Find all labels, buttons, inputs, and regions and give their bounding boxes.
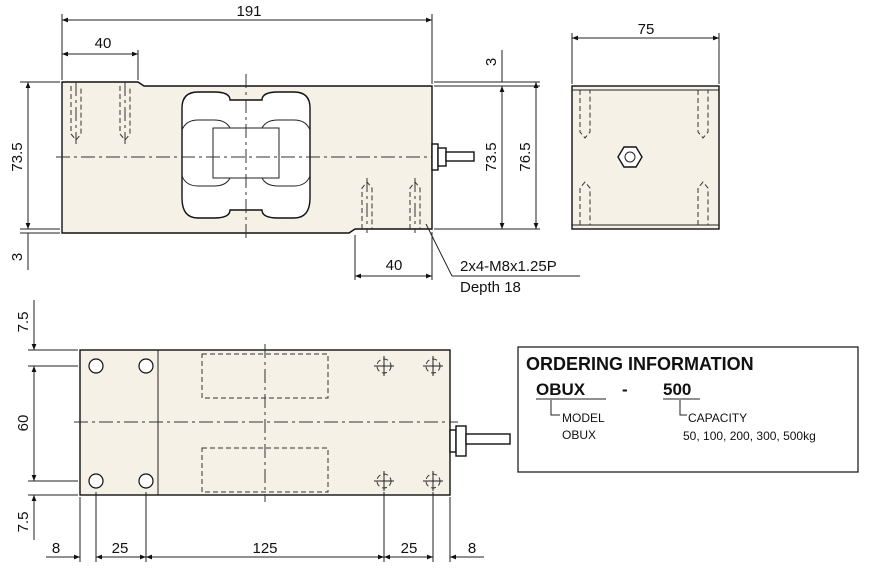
mount-hole-3: [88, 473, 104, 489]
dim-height-right-inner: 73.5: [483, 142, 500, 171]
threaded-hole-bottom-2: [409, 178, 421, 233]
model-label: MODEL: [562, 411, 605, 425]
cable-gland-plan: [449, 425, 511, 457]
dim-plan-top-margin: 7.5: [15, 312, 32, 333]
threaded-hole-bottom-1: [361, 178, 373, 233]
dim-width-side: 75: [638, 21, 655, 38]
mount-hole-1: [88, 358, 104, 374]
side-hole-2: [697, 90, 709, 139]
thread-spec: 2x4-M8x1.25P: [460, 258, 557, 275]
dim-plan-height: 60: [15, 415, 32, 432]
plan-view: 7.5 60 7.5 8 25 125 25 8: [15, 300, 511, 562]
dim-plan-center: 125: [252, 540, 277, 557]
dim-plan-hole-left: 25: [112, 540, 129, 557]
dim-bottom-offset: 3: [9, 253, 26, 261]
dim-top-offset: 3: [483, 58, 500, 66]
ordering-title: ORDERING INFORMATION: [526, 354, 754, 374]
dim-plan-edge-right: 8: [468, 540, 476, 557]
model-value: OBUX: [562, 428, 596, 442]
ordering-information-box: ORDERING INFORMATION OBUX - 500 MODEL OB…: [517, 346, 859, 473]
dim-plan-edge-left: 8: [52, 540, 60, 557]
dim-overall-length: 191: [236, 3, 261, 20]
front-view: 191 40 73.5 3 73.5 3 76.5 40 2x4-M8x1.25…: [9, 3, 580, 296]
model-code: OBUX: [536, 380, 586, 399]
side-view-body: [571, 85, 720, 230]
dim-hole-spacing-bottom: 40: [386, 257, 403, 274]
hidden-hole-3: [374, 471, 394, 491]
hidden-hole-4: [423, 471, 443, 491]
dim-hole-spacing-top: 40: [95, 35, 112, 52]
capacity-label: CAPACITY: [688, 411, 747, 425]
mount-hole-2: [138, 358, 154, 374]
side-hole-4: [697, 181, 709, 225]
threaded-hole-top-1: [70, 82, 82, 144]
threaded-hole-top-2: [119, 82, 131, 144]
code-separator: -: [622, 380, 628, 399]
dim-plan-hole-right: 25: [401, 540, 418, 557]
capacity-values: 50, 100, 200, 300, 500kg: [683, 429, 816, 443]
side-hole-3: [579, 181, 591, 225]
dim-height-total: 76.5: [517, 142, 534, 171]
capacity-code: 500: [663, 380, 691, 399]
mount-hole-4: [138, 473, 154, 489]
side-view: 75: [571, 21, 720, 230]
side-hole-1: [579, 90, 591, 139]
hidden-hole-1: [374, 356, 394, 376]
hex-nut-icon: [617, 146, 643, 168]
dim-height-left: 73.5: [9, 142, 26, 171]
hidden-hole-2: [423, 356, 443, 376]
depth-label: Depth 18: [460, 279, 521, 296]
cable-gland-front: [431, 143, 475, 171]
dim-plan-bottom-margin: 7.5: [15, 512, 32, 533]
